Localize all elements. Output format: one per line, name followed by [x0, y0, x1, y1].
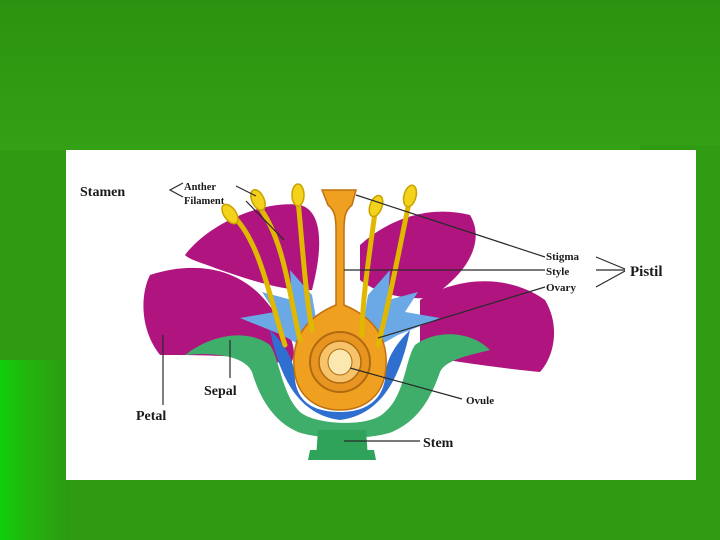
- label-sepal: Sepal: [204, 384, 237, 399]
- leader-pistil-1: [595, 256, 626, 270]
- leader-stigma: [355, 194, 546, 258]
- ovule: [327, 348, 353, 376]
- label-stigma: Stigma: [546, 251, 580, 263]
- label-filament: Filament: [184, 196, 225, 207]
- label-ovary: Ovary: [546, 282, 576, 294]
- anther-5: [221, 203, 239, 225]
- filament-5: [229, 212, 288, 348]
- leader-lines: [162, 185, 626, 442]
- label-ovule: Ovule: [466, 395, 494, 407]
- stem-base: [308, 450, 376, 460]
- sepal: [185, 334, 490, 438]
- filament-1: [255, 202, 303, 343]
- label-anther: Anther: [184, 182, 216, 193]
- label-petal: Petal: [136, 409, 166, 424]
- filament-2: [295, 197, 315, 333]
- leader-anther: [235, 185, 257, 197]
- anther-3: [368, 194, 384, 218]
- filament-4: [375, 195, 413, 348]
- leader-ovule: [349, 367, 463, 400]
- stamen-bracket: [168, 182, 184, 198]
- label-stem: Stem: [423, 436, 454, 451]
- stamens: [229, 195, 413, 348]
- leader-filament: [245, 200, 285, 241]
- label-pistil: Pistil: [630, 264, 663, 280]
- label-style: Style: [546, 266, 569, 278]
- background-left-band: [0, 360, 70, 540]
- background-top-band: [0, 0, 720, 150]
- anther-4: [402, 184, 418, 208]
- label-stamen: Stamen: [80, 185, 125, 200]
- leader-ovary: [377, 286, 546, 339]
- leader-pistil-3: [595, 270, 626, 288]
- anther-2: [291, 183, 305, 207]
- filament-3: [359, 202, 379, 338]
